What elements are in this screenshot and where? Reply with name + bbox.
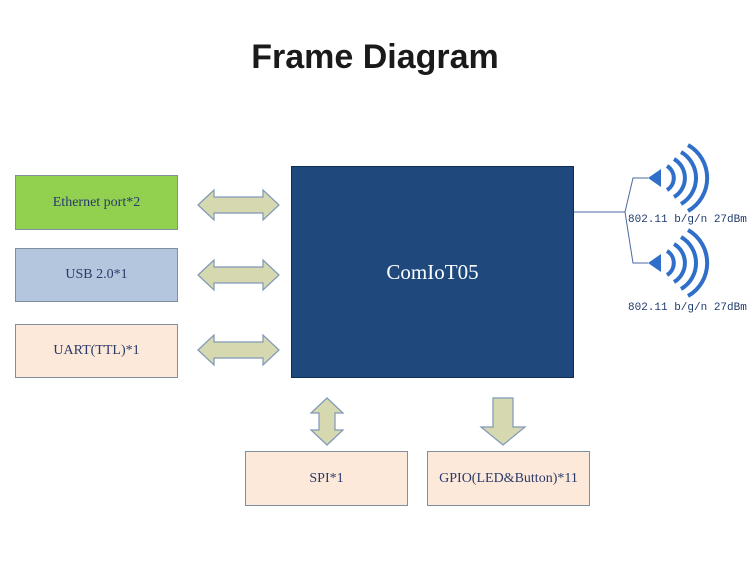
gpio-down-arrow (479, 397, 527, 446)
ethernet-port-box: Ethernet port*2 (15, 175, 178, 230)
spi-box: SPI*1 (245, 451, 408, 506)
usb-box: USB 2.0*1 (15, 248, 178, 302)
wifi-antenna-icon (648, 228, 710, 298)
core-module-box: ComIoT05 (291, 166, 574, 378)
wifi-antenna-icon (648, 143, 710, 213)
diagram-title: Frame Diagram (251, 38, 499, 76)
wifi-spec-label: 802.11 b/g/n 27dBm (628, 302, 747, 314)
uart-double-arrow (197, 333, 280, 367)
gpio-box: GPIO(LED&Button)*11 (427, 451, 590, 506)
usb-double-arrow (197, 258, 280, 292)
uart-box: UART(TTL)*1 (15, 324, 178, 378)
spi-double-arrow (309, 397, 345, 446)
wifi-spec-label: 802.11 b/g/n 27dBm (628, 214, 747, 226)
ethernet-double-arrow (197, 188, 280, 222)
